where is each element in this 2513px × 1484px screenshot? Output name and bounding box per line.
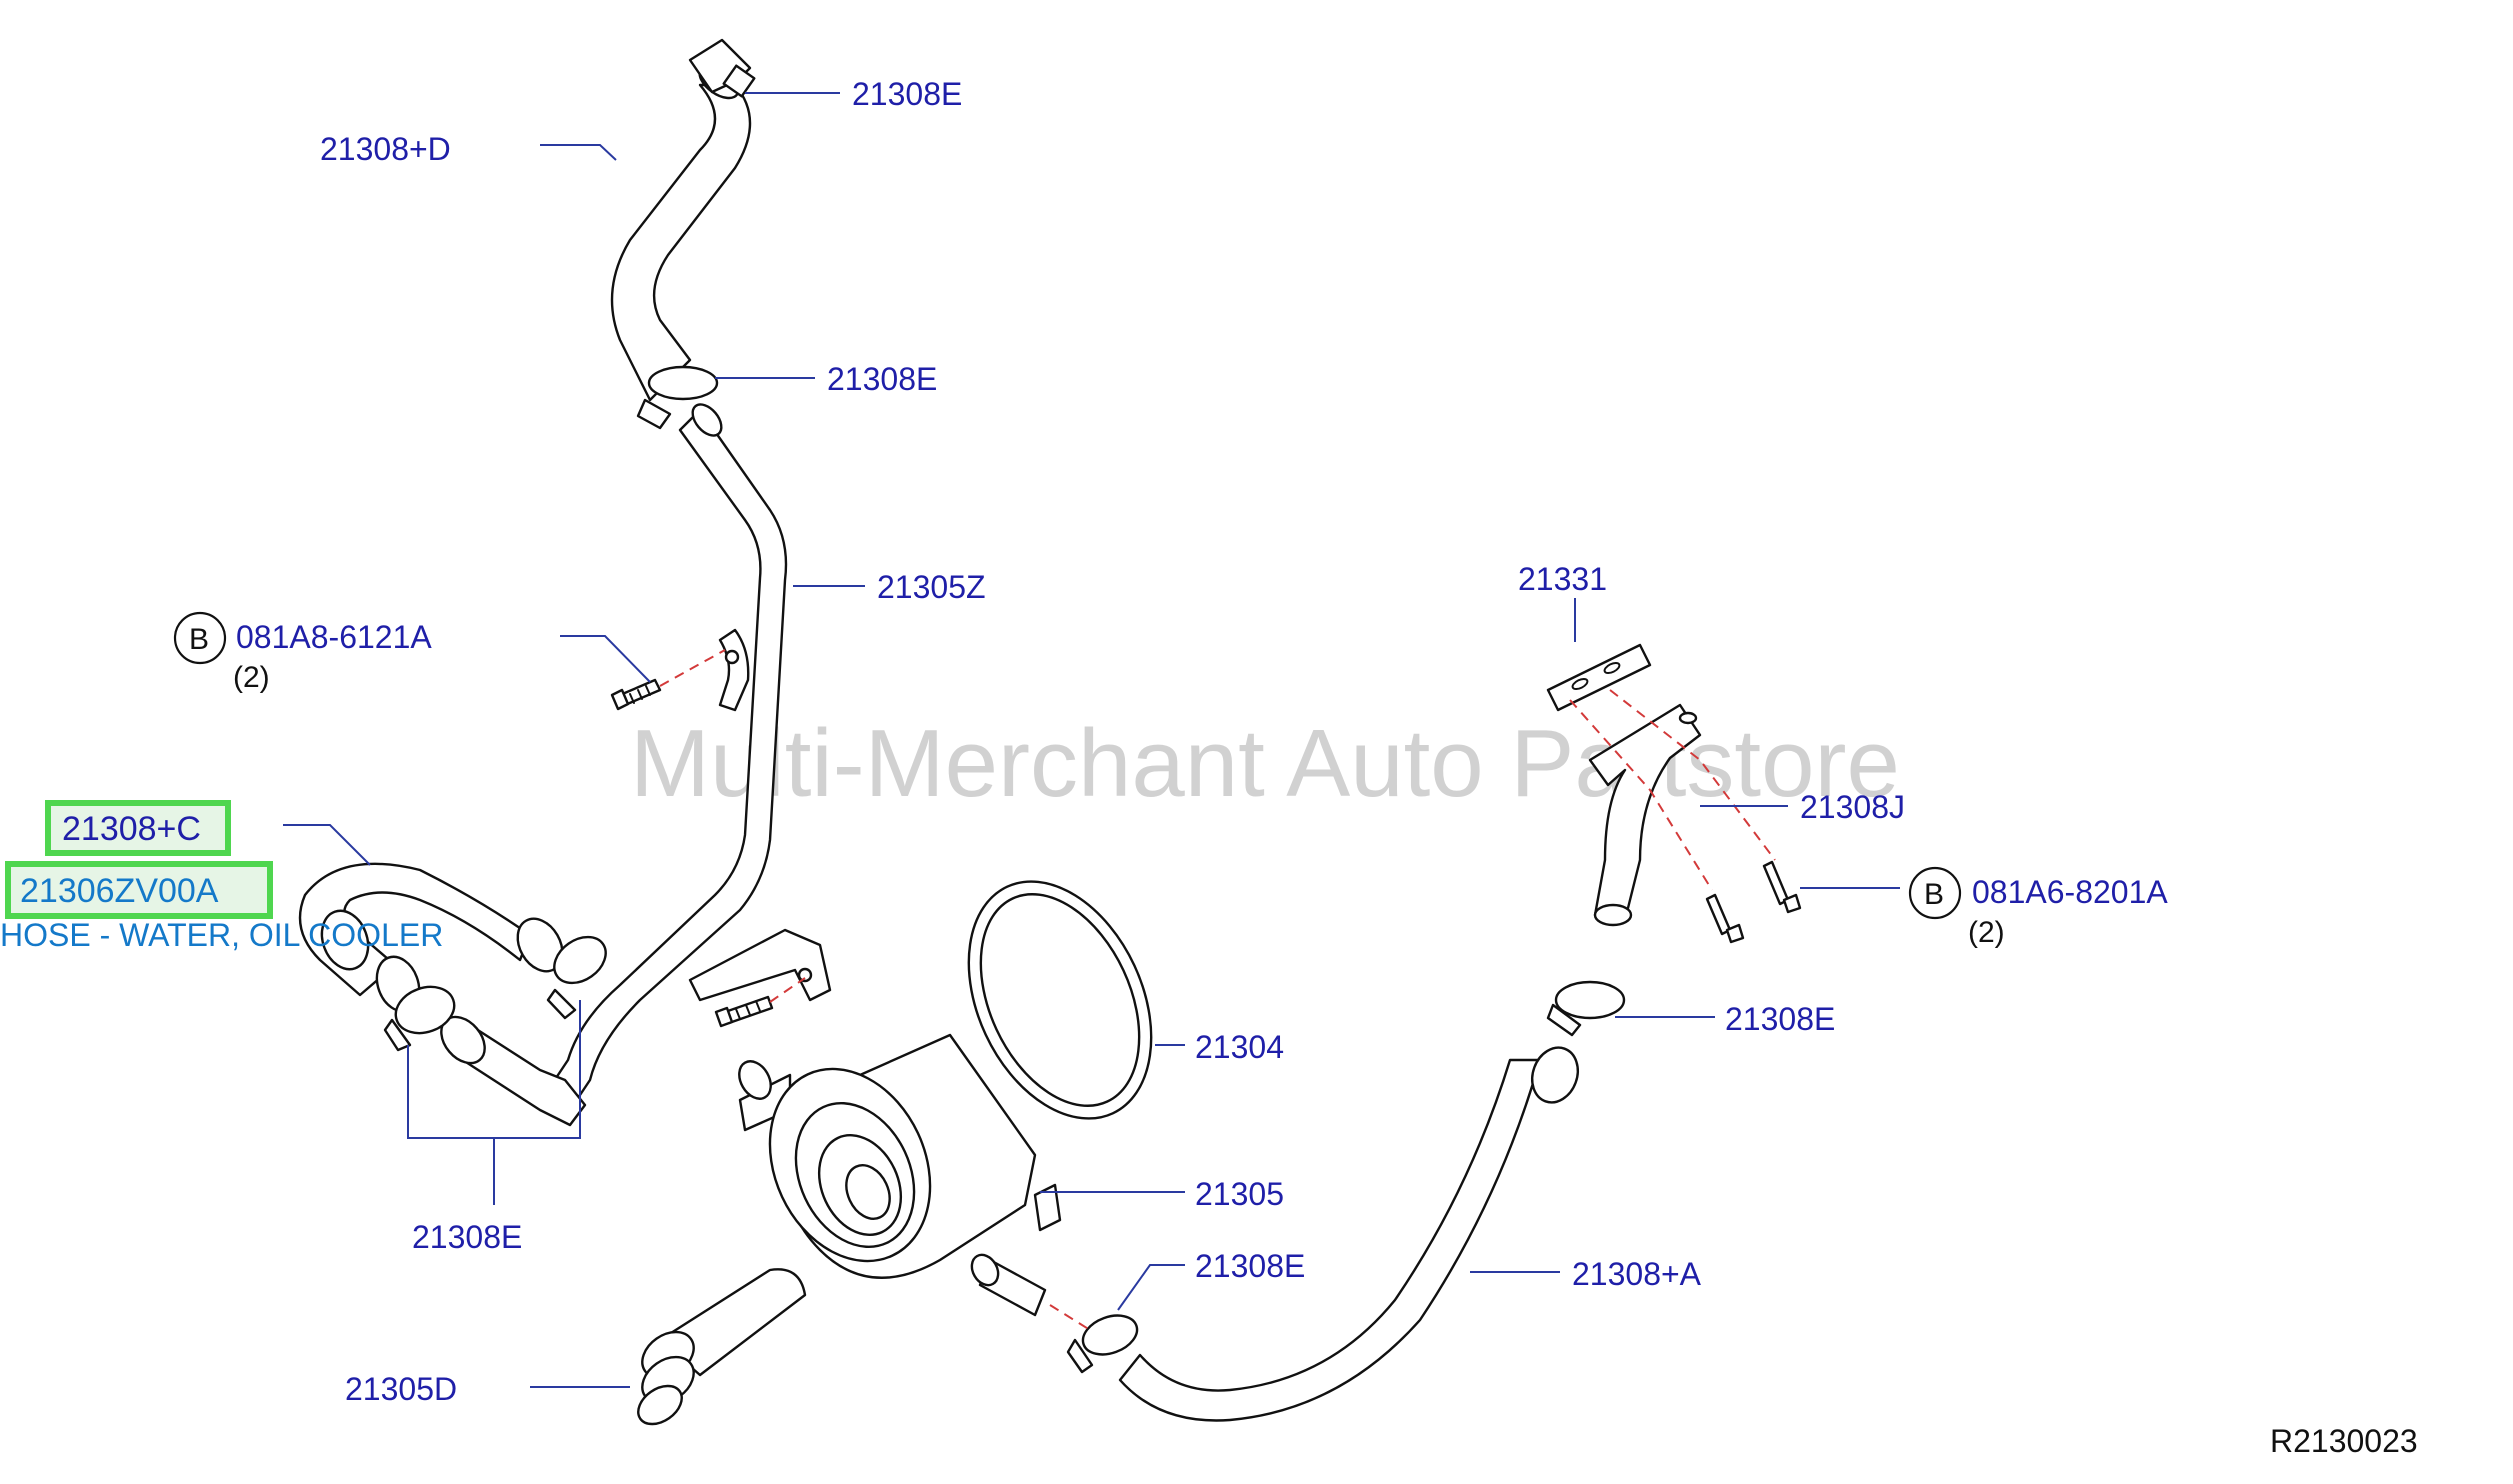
label-hose-a[interactable]: 21308+A	[1572, 1256, 1702, 1292]
leader-lines	[283, 92, 1900, 1388]
highlight-box-part-number	[5, 861, 273, 919]
clamp-top[interactable]	[688, 38, 756, 98]
hose-j-part[interactable]	[1588, 703, 1702, 927]
o-ring-part[interactable]	[933, 852, 1187, 1148]
hose-c-lower-section[interactable]	[432, 1009, 587, 1127]
label-bolt-a[interactable]: 081A8-6121A	[236, 619, 432, 655]
bolt-lower[interactable]	[714, 995, 774, 1028]
clamp-left-lower[interactable]	[383, 979, 461, 1052]
bolt-b-marker: B	[1908, 866, 1962, 920]
label-hose-j[interactable]: 21308J	[1800, 789, 1905, 825]
label-hose-d-top-clamp[interactable]: 21308E	[852, 76, 962, 112]
clamp-upper-middle[interactable]	[636, 365, 719, 430]
hose-c-part[interactable]	[298, 862, 571, 1017]
label-hose-c[interactable]: 21308+C	[62, 810, 201, 848]
watermark-text: Multi-Merchant Auto Partstore	[630, 710, 1900, 817]
clamp-cooler[interactable]	[1066, 1309, 1142, 1374]
guide-line-upper-bolt	[659, 649, 726, 687]
bolt-upper[interactable]	[610, 678, 662, 711]
label-part-number[interactable]: 21306ZV00A	[20, 872, 219, 910]
bolt-right-upper[interactable]	[1762, 860, 1802, 914]
label-tube-z[interactable]: 21305Z	[877, 569, 986, 605]
label-cooler-clamp[interactable]: 21308E	[1195, 1248, 1305, 1284]
connector-d-part[interactable]	[631, 1268, 807, 1432]
guide-line-right-a	[1609, 689, 1776, 861]
guide-line-right-b	[1569, 699, 1713, 891]
label-hose-d-bottom-clamp[interactable]: 21308E	[827, 361, 937, 397]
gasket-part[interactable]	[1546, 643, 1652, 712]
label-gasket[interactable]: 21331	[1518, 561, 1607, 597]
hose-d-part[interactable]	[610, 60, 752, 402]
guide-line-lower-bolt	[769, 977, 806, 1003]
label-hose-d[interactable]: 21308+D	[320, 131, 451, 167]
clamp-right-lower[interactable]	[546, 928, 615, 1020]
label-hose-a-clamp[interactable]: 21308E	[1725, 1001, 1835, 1037]
clamp-right-hose-a[interactable]	[1546, 980, 1626, 1037]
highlight-box-hose-c	[45, 800, 231, 856]
label-bolt-b[interactable]: 081A6-8201A	[1972, 874, 2168, 910]
label-bolt-b-qty: (2)	[1968, 916, 2005, 949]
hose-a-part[interactable]	[1118, 1041, 1585, 1422]
label-bolt-a-qty: (2)	[233, 661, 270, 694]
svg-text:B: B	[1924, 878, 1944, 911]
label-oil-cooler[interactable]: 21305	[1195, 1176, 1284, 1212]
bolt-right-lower[interactable]	[1705, 893, 1745, 944]
diagram-reference-code: R2130023	[2270, 1423, 2418, 1459]
label-o-ring[interactable]: 21304	[1195, 1029, 1284, 1065]
svg-text:B: B	[189, 623, 209, 656]
guide-line-cooler	[1049, 1304, 1091, 1331]
label-part-description: HOSE - WATER, OIL COOLER	[0, 917, 443, 953]
label-clamps-group[interactable]: 21308E	[412, 1219, 522, 1255]
label-connector-d[interactable]: 21305D	[345, 1371, 457, 1407]
oil-cooler-part[interactable]	[733, 1033, 1062, 1317]
bolt-a-marker: B	[173, 611, 227, 665]
